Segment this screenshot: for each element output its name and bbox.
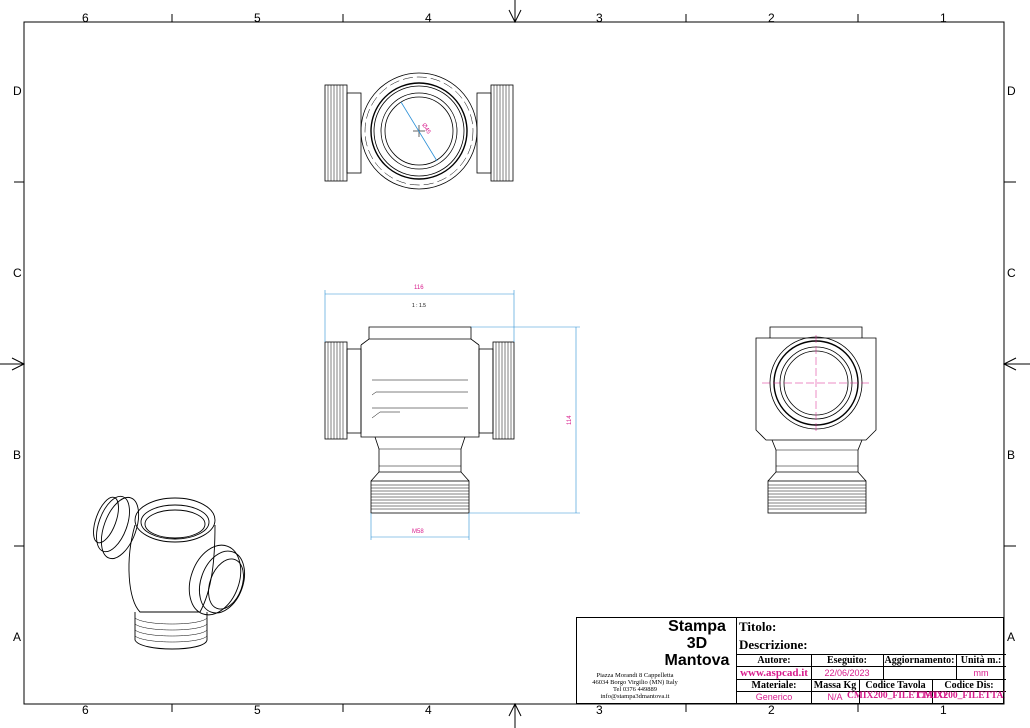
zone-col-2-bottom: 2 [768,703,775,717]
autore-value: www.aspcad.it [740,667,808,679]
zone-row-a-right: A [1007,630,1016,644]
top-diameter-dimension: Ø45 [400,101,438,162]
height-dimension-label: 114 [567,415,573,425]
zone-col-1-bottom: 1 [940,703,947,717]
title-block-fields: Titolo: Descrizione: Autore: www.aspcad.… [736,617,1006,704]
zone-ticks [14,14,1016,712]
zone-row-c-left: C [13,266,22,280]
zone-col-6-top: 6 [82,11,89,25]
zone-col-4-top: 4 [425,11,432,25]
company-name: Stampa 3D Mantova [657,618,737,669]
massa-value: N/A [827,692,843,702]
materiale-value: Generico [755,692,793,702]
zone-col-6-bottom: 6 [82,703,89,717]
autore-label: Autore: [757,655,791,666]
diameter-label: Ø45 [420,122,431,135]
zone-col-4-bottom: 4 [425,703,432,717]
drawing-border [23,21,1005,705]
codice-tavola-value: CMIX200_FILETTATO [847,691,947,701]
codice-tavola-label: Codice Tavola [865,680,926,691]
zone-row-d-right: D [1007,84,1016,98]
materiale-label: Materiale: [751,680,797,691]
width-dimension-label: 116 [414,285,424,291]
company-name-line3: Mantova [664,652,730,669]
company-name-line2: 3D [686,635,708,652]
isometric-view [93,495,246,650]
zone-col-3-top: 3 [596,11,603,25]
eseguito-label: Eseguito: [827,655,867,666]
address-line3: Tel 0376 449889 [613,686,657,693]
zone-row-a-left: A [13,630,22,644]
zone-col-3-bottom: 3 [596,703,603,717]
zone-row-b-left: B [13,448,22,462]
zone-row-c-right: C [1007,266,1016,280]
thread-dimension-label: M58 [412,529,424,535]
front-dimensions [324,290,580,540]
zone-col-5-bottom: 5 [254,703,261,717]
zone-col-2-top: 2 [768,11,775,25]
zone-col-1-top: 1 [940,11,947,25]
titolo-label: Titolo: [739,619,777,634]
front-view [324,326,515,514]
title-block: Stampa 3D Mantova Piazza Morandi 8 Cappe… [576,617,1006,704]
unita-label: Unità m.: [960,655,1002,666]
zone-row-b-right: B [1007,448,1016,462]
codice-dis-label: Codice Dis: [944,680,994,691]
aggiornamento-label: Aggiornamento: [884,655,955,666]
company-name-line1: Stampa [668,618,726,635]
descrizione-label: Descrizione: [739,637,808,652]
unita-value: mm [973,668,989,678]
codice-dis-value: CMIX200_FILETTATO [917,691,1005,701]
side-view [755,326,877,514]
zone-row-d-left: D [13,84,22,98]
company-email: info@stampa3dmantova.it [600,693,670,700]
address-line2: 46034 Borgo Virgilio (MN) Italy [592,679,678,686]
scale-label: 1 : 1.5 [412,303,426,309]
massa-label: Massa Kg [813,680,857,691]
company-address: Piazza Morandi 8 Cappelletta 46034 Borgo… [579,672,691,700]
zone-col-5-top: 5 [254,11,261,25]
address-line1: Piazza Morandi 8 Cappelletta [596,672,674,679]
eseguito-value: 22/06/2023 [824,668,870,678]
top-view [324,72,514,190]
